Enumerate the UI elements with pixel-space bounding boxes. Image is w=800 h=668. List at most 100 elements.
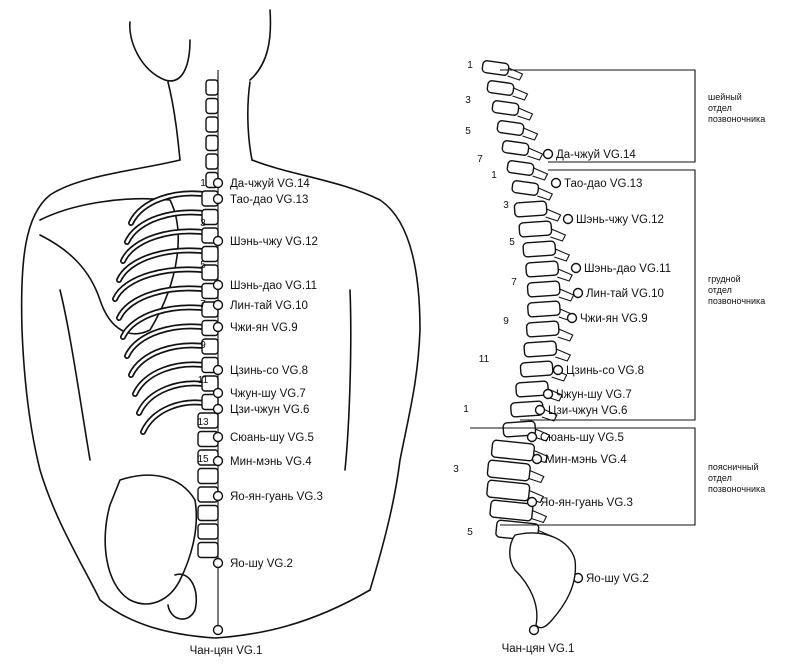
acupoint-label: Чжи-ян VG.9 [230, 322, 298, 334]
vertebra [491, 440, 535, 461]
acupoint-marker [214, 195, 223, 204]
torso-outline [22, 160, 420, 600]
acupoint-marker [214, 559, 223, 568]
spinous-process [557, 269, 572, 281]
acupoint-label: Чжи-ян VG.9 [580, 313, 648, 325]
acupoint-marker [544, 390, 553, 399]
acupoint-label: Чжун-шу VG.7 [556, 389, 632, 401]
vertebra [519, 221, 552, 237]
acupoint-marker [214, 366, 223, 375]
vertebra-number: 5 [467, 527, 473, 538]
vertebra [482, 60, 509, 76]
acupoint-label: Цзинь-со VG.8 [566, 365, 644, 377]
acupoint-label: Лин-тай VG.10 [586, 288, 664, 300]
acupoint-label: Яо-шу VG.2 [586, 573, 649, 585]
lower-back-outline [100, 590, 370, 638]
vertebra-number: 11 [479, 354, 490, 365]
sacrum [510, 533, 576, 628]
acupoint-label: Шэнь-дао VG.11 [584, 263, 671, 275]
vertebra-number: 7 [511, 277, 517, 288]
spinous-process [558, 329, 573, 341]
spinous-process [531, 511, 546, 523]
cervical-label-1: шейный [708, 92, 742, 102]
vertebra-number: 13 [197, 417, 209, 428]
vertebra [523, 241, 556, 257]
acupoint-label: Цзинь-со VG.8 [230, 365, 308, 377]
spinous-process [546, 209, 561, 221]
spinous-process [529, 471, 544, 483]
acupoint-label: Цзи-чжун VG.6 [230, 404, 309, 416]
acupoint-marker [528, 433, 537, 442]
vertebra [206, 154, 218, 169]
vertebra-number: 1 [463, 404, 469, 415]
acupoint-label: Шэнь-чжу VG.12 [576, 214, 664, 226]
acupoint-marker [214, 457, 223, 466]
acupoint-marker [568, 314, 577, 323]
spinous-process [533, 168, 548, 180]
spinous-process [555, 349, 570, 361]
head-outline [130, 10, 271, 81]
vertebra-number: 1 [491, 170, 497, 181]
vertebra-number: 11 [198, 375, 209, 386]
acupoint-label: Сюань-шу VG.5 [540, 432, 624, 444]
spinous-process [554, 249, 569, 261]
acupoint-marker [544, 150, 553, 159]
vertebra [487, 460, 531, 481]
spinous-process [518, 108, 533, 120]
vertebra [507, 160, 534, 176]
acupoint-label: Тао-дао VG.13 [564, 178, 642, 190]
vertebra-number: 3 [453, 464, 459, 475]
spine-vertebrae [482, 60, 574, 542]
acupoint-marker [214, 237, 223, 246]
acupoint-marker [214, 179, 223, 188]
lumbar-label-3: позвоночника [708, 484, 765, 494]
vertebra [527, 281, 560, 297]
vertebra [520, 361, 553, 377]
vertebra [527, 301, 560, 317]
vertebra [512, 180, 539, 196]
vertebra [526, 321, 559, 337]
vertebra-number: 9 [503, 316, 509, 327]
acupoint-marker [214, 281, 223, 290]
acupoint-marker [214, 301, 223, 310]
vertebra [487, 80, 514, 96]
vertebra [524, 341, 557, 357]
acupoint-label: Мин-мэнь VG.4 [230, 456, 312, 468]
acupoint-marker [214, 323, 223, 332]
back-spine-column [198, 80, 218, 558]
acupoint-label: Цзи-чжун VG.6 [548, 405, 627, 417]
acupoint-label: Тао-дао VG.13 [230, 194, 308, 206]
vertebra-number: 3 [200, 218, 206, 229]
acupoint-label: Чан-цян VG.1 [190, 645, 263, 657]
vertebra [490, 500, 534, 521]
acupoint-label: Да-чжуй VG.14 [230, 178, 310, 190]
vertebra [198, 469, 218, 484]
spinous-process [513, 88, 528, 100]
vertebra [206, 99, 218, 114]
vertebra-number: 15 [197, 454, 209, 465]
spinous-process [550, 229, 565, 241]
vertebra-number: 1 [200, 178, 206, 189]
acupoint-marker [214, 405, 223, 414]
vertebra [497, 120, 524, 136]
vertebra [486, 480, 530, 501]
ribcage [115, 193, 210, 432]
acupoint-label: Да-чжуй VG.14 [556, 149, 636, 161]
spinous-process [528, 148, 543, 160]
vertebra [206, 80, 218, 95]
lumbar-label-2: отдел [708, 473, 732, 483]
spinous-process [559, 289, 574, 301]
cervical-label-2: отдел [708, 103, 732, 113]
acupoint-marker [528, 498, 537, 507]
acupoint-label: Чан-цян VG.1 [502, 643, 575, 655]
acupoint-marker [214, 433, 223, 442]
spinous-process [537, 188, 552, 200]
acupoint-marker [533, 455, 542, 464]
thoracic-label-1: грудной [708, 274, 741, 284]
vertebra-number: 5 [200, 260, 206, 271]
acupoint-label: Яо-шу VG.2 [230, 558, 293, 570]
acupoint-marker [572, 264, 581, 273]
acupoint-marker [214, 626, 223, 635]
